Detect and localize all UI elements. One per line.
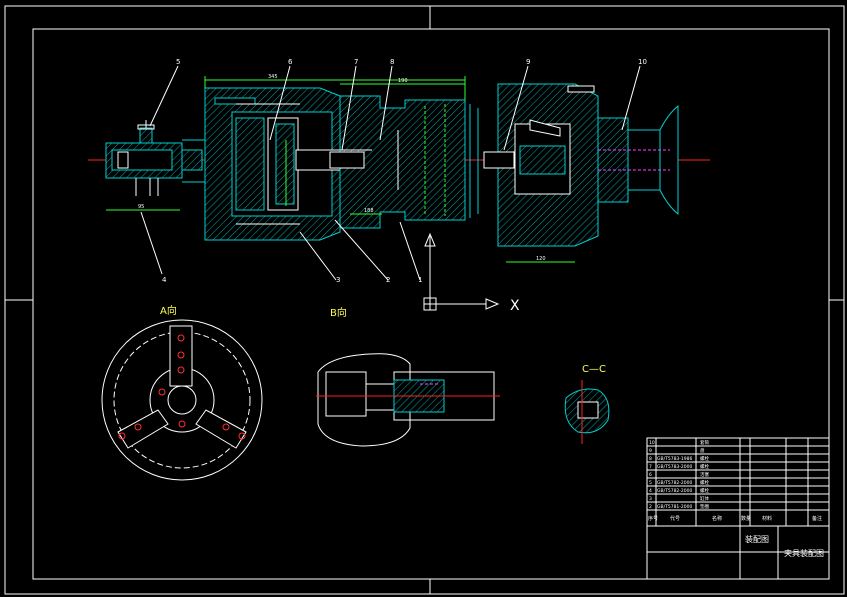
header-no: 序号 — [648, 515, 658, 522]
bom-name: 螺栓 — [700, 455, 709, 462]
part-cylinder — [204, 87, 341, 241]
bom-code: GB/T5781-2000 — [657, 504, 693, 510]
part-label-10: 10 — [638, 58, 647, 66]
bom-no: 6 — [649, 472, 652, 478]
header-material: 材料 — [762, 515, 772, 522]
bom-name: 盘 — [700, 447, 705, 454]
part-label-4: 4 — [162, 276, 167, 284]
main-section-view: 5 6 7 8 9 10 4 3 2 1 345 190 95 120 188 — [105, 58, 679, 284]
view-b-label: B向 — [330, 306, 347, 319]
view-a — [101, 319, 263, 481]
view-a-label: A向 — [160, 304, 177, 317]
part-label-8: 9 — [526, 58, 530, 66]
header-qty: 数量 — [741, 515, 751, 522]
dimension-95: 95 — [138, 204, 144, 210]
header-name: 名称 — [712, 515, 722, 522]
bom-code: GB/T5782-2000 — [657, 488, 693, 494]
bom-no: 8 — [649, 456, 652, 462]
ucs-axis-icon — [423, 232, 500, 311]
bom-name: 活塞 — [700, 471, 709, 478]
bom-name: 螺栓 — [700, 479, 709, 486]
leader-lines — [140, 65, 641, 281]
bom-name: 螺栓 — [700, 463, 709, 470]
dimension-120: 120 — [536, 256, 546, 262]
bom-no: 2 — [649, 504, 652, 510]
part-label-2: 2 — [386, 276, 390, 284]
part-label-6b: 8 — [390, 58, 394, 66]
drawing-name: 装配图 — [745, 534, 769, 544]
dimension-188: 188 — [364, 208, 374, 214]
section-c-label: C—C — [582, 364, 606, 375]
bom-name: 垫圈 — [700, 503, 709, 510]
dimension-345: 345 — [268, 74, 278, 80]
part-label-7: 7 — [354, 58, 358, 66]
drawing-title: 夹具装配图 — [784, 548, 824, 558]
part-chuck — [483, 83, 599, 247]
bom-no: 7 — [649, 464, 652, 470]
title-block-headers: 序号 代号 名称 数量 材料 备注 — [648, 515, 822, 522]
sheet-frame — [4, 5, 845, 595]
part-label-6: 6 — [288, 58, 293, 66]
bom-code: GB/T5783-2000 — [657, 464, 693, 470]
part-valve-body — [105, 120, 205, 196]
part-sleeve — [597, 104, 679, 216]
section-c-c — [564, 380, 610, 444]
bom-code: GB/T5783-1986 — [657, 456, 693, 462]
part-piston — [329, 95, 466, 229]
header-code: 代号 — [670, 515, 680, 522]
part-label-5: 5 — [176, 58, 180, 66]
bom-no: 10 — [649, 440, 655, 446]
part-label-3: 3 — [336, 276, 340, 284]
header-remark: 备注 — [812, 515, 822, 522]
bom-no: 3 — [649, 496, 652, 502]
title-block-rows: 10 套筒 9 盘 8 GB/T5783-1986 螺栓 7 GB/T5783-… — [649, 439, 709, 510]
title-block — [646, 437, 830, 580]
bom-no: 5 — [649, 480, 652, 486]
dimension-190: 190 — [398, 78, 408, 84]
dimension-lines — [106, 76, 575, 263]
part-label-1: 1 — [418, 276, 422, 284]
bom-no: 9 — [649, 448, 652, 454]
part-gap — [469, 104, 479, 218]
bom-name: 套筒 — [700, 439, 709, 446]
bom-name: 缸体 — [700, 495, 709, 502]
bom-name: 螺栓 — [700, 487, 709, 494]
view-b — [316, 353, 500, 447]
axis-x-label: X — [510, 298, 520, 314]
bom-code: GB/T5782-2000 — [657, 480, 693, 486]
bom-no: 4 — [649, 488, 652, 494]
